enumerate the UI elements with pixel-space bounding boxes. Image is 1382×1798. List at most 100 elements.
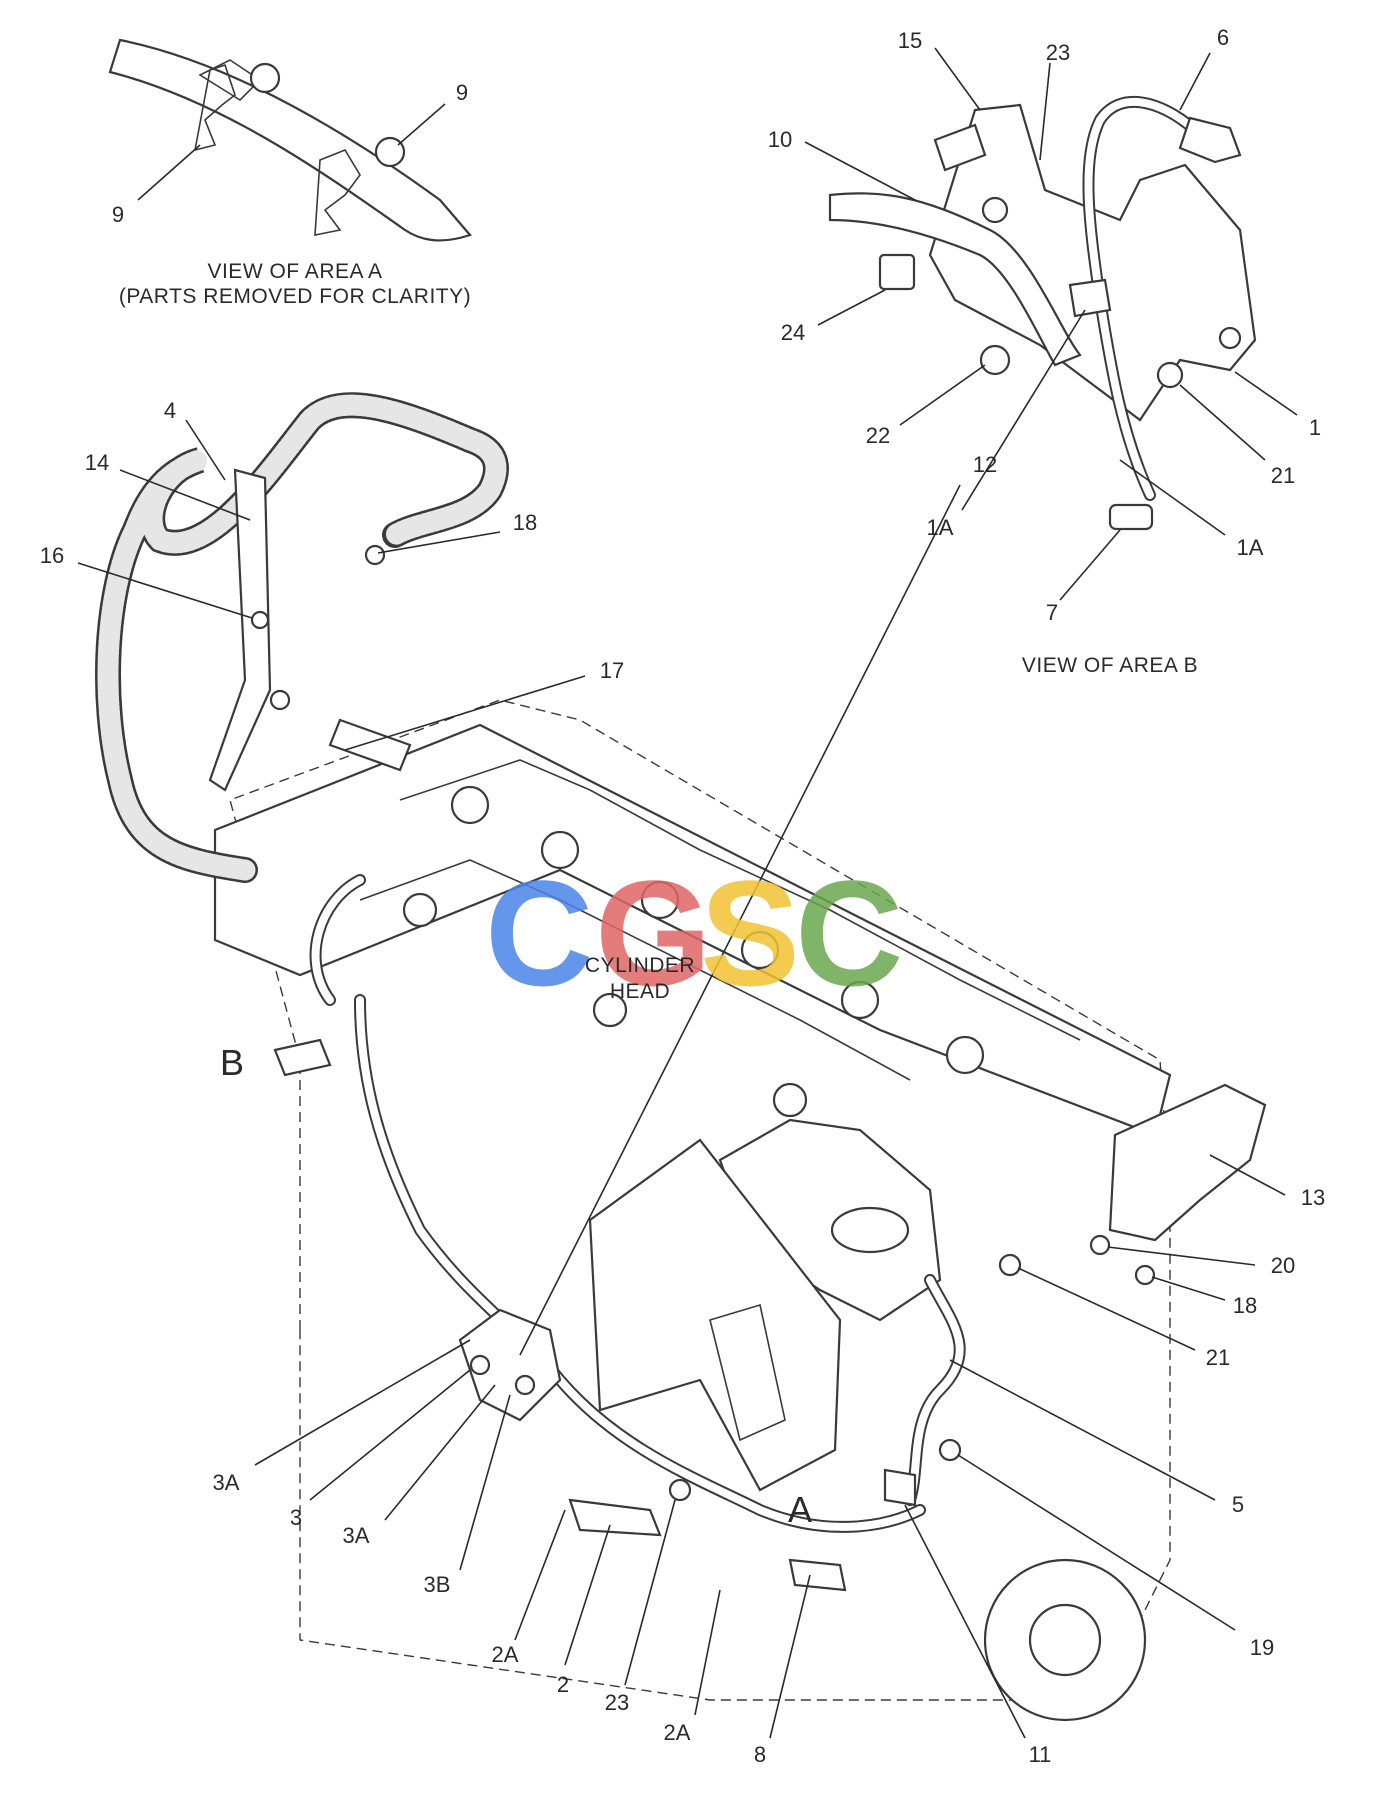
- area-b-bolt-23: [981, 196, 1009, 224]
- callout-8: 8: [754, 1742, 766, 1767]
- callout-4: 4: [164, 398, 176, 423]
- area-b-bolt-21: [1156, 361, 1184, 389]
- callout-13: 13: [1301, 1185, 1325, 1210]
- leader-23-main: [624, 1499, 676, 1686]
- fitting-area-b: [273, 1038, 332, 1077]
- callout-2a-left: 2A: [492, 1642, 519, 1667]
- callout-3a-lower: 3A: [343, 1523, 370, 1548]
- leader-2: [564, 1524, 611, 1666]
- engine-assembly: [213, 699, 1267, 1722]
- head-bolt: [772, 1082, 808, 1118]
- fitting-3a: [469, 1354, 491, 1376]
- bolt-18-lower: [1134, 1264, 1156, 1286]
- callout-area-b-24: 24: [781, 320, 805, 345]
- callout-3a-upper: 3A: [213, 1470, 240, 1495]
- clip-21-main: [998, 1253, 1022, 1277]
- area-a-caption-line1: VIEW OF AREA A: [207, 260, 382, 283]
- breather-tube-17: [328, 718, 412, 772]
- leader-18-lower: [1151, 1276, 1226, 1301]
- tube-area-b-riser-inner: [311, 876, 364, 1004]
- callout-11: 11: [1029, 1742, 1052, 1767]
- cylinder-head-rocker-row-1: [399, 759, 1081, 1041]
- leader-7: [1059, 529, 1121, 601]
- fuel-filter-base: [458, 1308, 562, 1422]
- bolt-16: [250, 610, 270, 630]
- callout-area-b-1a-left: 1A: [927, 515, 954, 540]
- callout-area-b-1: 1: [1309, 415, 1321, 440]
- leader-2a-left: [514, 1509, 566, 1641]
- area-b-bolt-24: [878, 253, 916, 291]
- callout-area-a-9-upper: 9: [456, 80, 468, 105]
- lifting-bracket: [1108, 1083, 1267, 1242]
- callout-16: 16: [40, 543, 64, 568]
- area-b-hose-foam: [828, 192, 1082, 367]
- fuel-tubes: [273, 874, 1022, 1592]
- watermark-logo: C G S C: [485, 849, 903, 1017]
- area-marker-b: B: [220, 1042, 244, 1083]
- area-a-clip-upper: [193, 63, 236, 152]
- head-bolt: [840, 980, 880, 1020]
- engine-ecm: [588, 1138, 842, 1492]
- tube-5-inner: [906, 1276, 964, 1504]
- leader-17: [344, 675, 586, 751]
- callout-area-a-9-lower: 9: [112, 202, 124, 227]
- callout-12: 12: [973, 452, 997, 477]
- leader-6: [1179, 52, 1211, 111]
- leader-13: [1209, 1154, 1286, 1196]
- callout-3b: 3B: [424, 1572, 451, 1597]
- thermostat-opening: [830, 1206, 910, 1254]
- area-b-fitting-1a: [1068, 278, 1112, 318]
- leader-14: [119, 469, 251, 521]
- head-bolt: [450, 785, 490, 825]
- leader-3b: [459, 1394, 511, 1571]
- area-b-connector-6: [1178, 116, 1242, 164]
- area-a-bolt-lower: [374, 136, 406, 168]
- area-a-caption-line2: (PARTS REMOVED FOR CLARITY): [119, 285, 471, 308]
- leader-3a-lower: [384, 1384, 496, 1521]
- callout-area-b-22: 22: [866, 423, 890, 448]
- callout-21: 21: [1206, 1345, 1230, 1370]
- callout-area-b-1a-right: 1A: [1237, 535, 1264, 560]
- callout-area-b-21: 21: [1271, 463, 1295, 488]
- head-bolt: [740, 930, 780, 970]
- watermark-letter-3: S: [700, 849, 800, 1017]
- leader-19: [957, 1454, 1236, 1631]
- cylinder-head-label-line1: CYLINDER: [585, 954, 695, 977]
- leader-2a-right: [694, 1589, 721, 1716]
- area-b-clamp-7: [1108, 503, 1154, 531]
- watermark-letter-1: C: [485, 849, 593, 1017]
- callout-5: 5: [1232, 1492, 1244, 1517]
- head-bolt: [540, 830, 580, 870]
- bolt-20: [1089, 1234, 1111, 1256]
- leader-9-upper: [397, 103, 446, 146]
- head-bolts: [402, 785, 985, 1118]
- clamp-8: [788, 1558, 847, 1592]
- callout-17: 17: [600, 658, 624, 683]
- leader-24: [817, 289, 886, 326]
- area-a-hose: [108, 38, 472, 242]
- callout-18-lower: 18: [1233, 1293, 1257, 1318]
- area-b-caption: VIEW OF AREA B: [1022, 654, 1198, 677]
- callout-23: 23: [605, 1690, 629, 1715]
- view-area-b: [828, 95, 1257, 531]
- front-pulley-hub: [1028, 1603, 1102, 1677]
- area-b-bolt-22: [979, 344, 1011, 376]
- leader-3a-upper: [254, 1339, 471, 1466]
- tube-bracket-2: [568, 1498, 662, 1537]
- callout-area-b-7: 7: [1046, 600, 1058, 625]
- clip-18-upper: [364, 544, 386, 566]
- leader-12: [519, 484, 961, 1356]
- leader-1a-right: [1119, 459, 1226, 536]
- area-b-tube-6-inner: [1084, 97, 1199, 499]
- clip-19: [938, 1438, 962, 1462]
- callout-area-b-6: 6: [1217, 25, 1229, 50]
- area-b-fitting-15: [933, 123, 987, 172]
- ecm-connector: [709, 1303, 786, 1442]
- head-bolt: [592, 992, 628, 1028]
- callout-20: 20: [1271, 1253, 1295, 1278]
- leader-20: [1107, 1246, 1256, 1266]
- callout-2: 2: [557, 1672, 569, 1697]
- leader-3: [309, 1369, 471, 1501]
- leader-23-b: [1039, 62, 1051, 161]
